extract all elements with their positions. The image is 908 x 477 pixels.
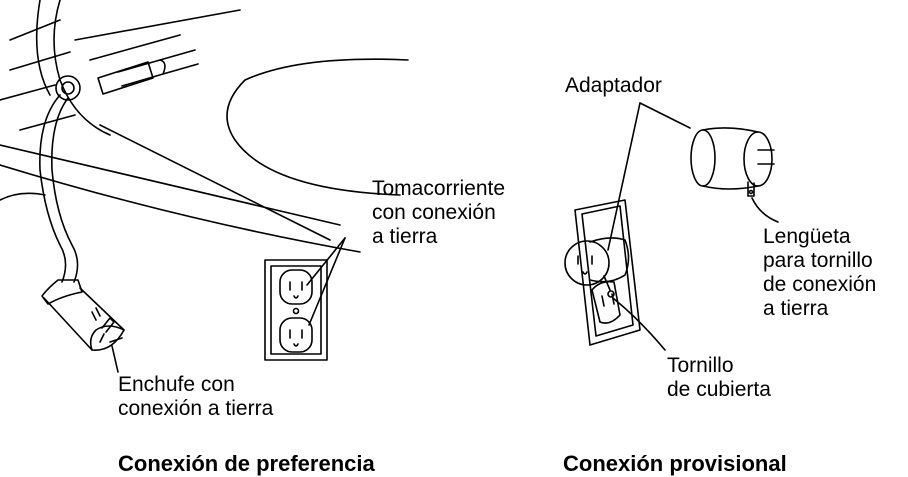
screw-leader-line xyxy=(613,298,665,350)
adapter-icon xyxy=(691,128,774,196)
plug-leader-line xyxy=(112,346,118,372)
screw-label-line: de cubierta xyxy=(667,378,771,401)
provisional-connection-caption: Conexión provisional xyxy=(563,451,787,476)
hinge-handle xyxy=(98,50,198,94)
plug-label-line: Enchufe con xyxy=(118,373,235,396)
preferred-connection-caption: Conexión de preferencia xyxy=(118,451,375,476)
tab-label-line: Lengüeta xyxy=(763,225,851,248)
outlet-label: Tomacorriente con conexión a tierra xyxy=(372,177,505,249)
adapter-leader-lines xyxy=(608,103,690,250)
outlet-label-line: con conexión xyxy=(372,201,496,224)
tab-label-line: de conexión xyxy=(763,273,877,296)
cover-screw-label: Tornillo de cubierta xyxy=(667,354,771,402)
appliance-body xyxy=(0,0,408,252)
wall-plate-icon xyxy=(575,200,640,345)
wall-outlet-icon xyxy=(265,260,327,360)
screw-label-line: Tornillo xyxy=(667,354,734,377)
power-cord xyxy=(40,95,78,282)
outlet-label-line: Tomacorriente xyxy=(372,177,506,200)
outlet-label-line: a tierra xyxy=(372,225,438,248)
adapter-plugged-icon xyxy=(565,238,629,290)
tab-label-line: para tornillo xyxy=(763,249,873,272)
plug-label-line: conexión a tierra xyxy=(118,397,274,420)
cover-screw-icon xyxy=(608,291,614,297)
plug-label: Enchufe con conexión a tierra xyxy=(118,373,273,421)
grounded-plug-icon xyxy=(42,280,124,350)
tab-leader-line xyxy=(752,198,778,222)
power-cord-grommet xyxy=(56,76,80,100)
outlet-leader-lines xyxy=(307,238,345,325)
adapter-label: Adaptador xyxy=(565,74,662,97)
tab-label-line: a tierra xyxy=(763,297,829,320)
grounding-tab-label: Lengüeta para tornillo de conexión a tie… xyxy=(763,225,876,321)
